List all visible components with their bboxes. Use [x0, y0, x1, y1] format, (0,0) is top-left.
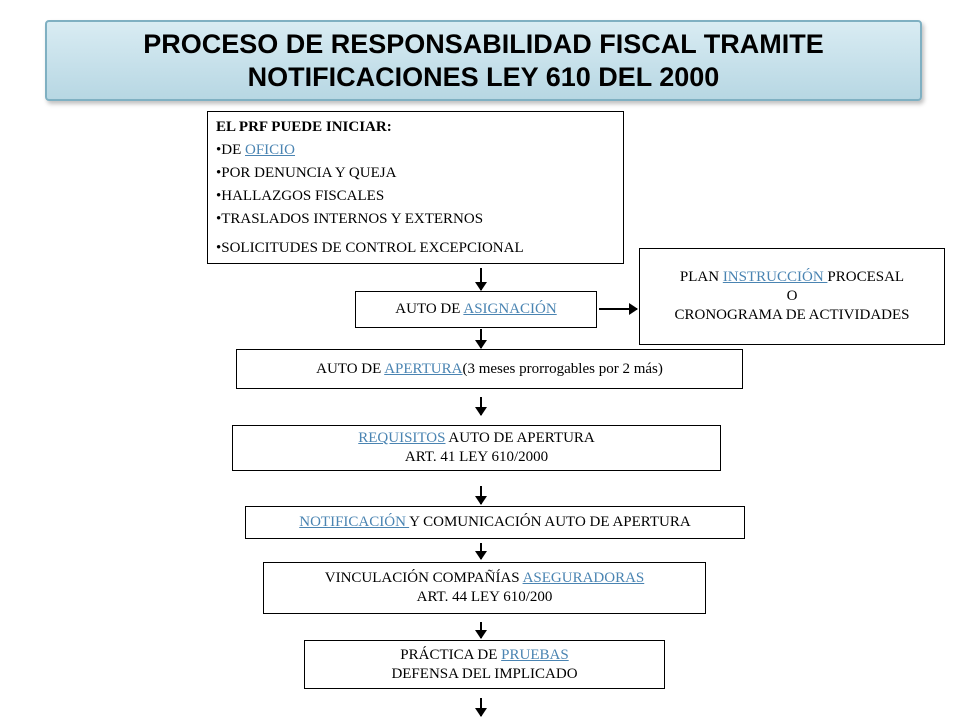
arrow-notificacion-to-vinculacion [475, 543, 487, 560]
plan-box: PLAN INSTRUCCIÓN PROCESAL O CRONOGRAMA D… [639, 248, 945, 345]
apertura-link[interactable]: APERTURA [384, 360, 463, 377]
apertura-label: AUTO DE [316, 360, 385, 377]
plan-line-3: CRONOGRAMA DE ACTIVIDADES [674, 307, 910, 323]
asignacion-label: AUTO DE [395, 301, 464, 317]
notificacion-box: NOTIFICACIÓN Y COMUNICACIÓN AUTO DE APER… [245, 506, 745, 539]
requisitos-suffix: AUTO DE APERTURA [445, 430, 595, 446]
asignacion-link[interactable]: ASIGNACIÓN [463, 301, 557, 317]
requisitos-link[interactable]: REQUISITOS [358, 430, 446, 446]
arrow-start-to-asignacion [475, 268, 487, 291]
asignacion-box: AUTO DE ASIGNACIÓN [355, 291, 597, 328]
pruebas-link[interactable]: PRUEBAS [501, 646, 569, 663]
notificacion-suffix: Y COMUNICACIÓN AUTO DE APERTURA [409, 514, 691, 530]
arrow-asignacion-to-plan [599, 303, 638, 315]
vinculacion-line-1: VINCULACIÓN COMPAÑÍAS ASEGURADORAS [325, 569, 645, 588]
start-heading: EL PRF PUEDE INICIAR: [216, 119, 392, 135]
arrow-asignacion-to-apertura [475, 329, 487, 349]
requisitos-line-1: REQUISITOS AUTO DE APERTURA [358, 429, 595, 448]
plan-line-1: PLAN INSTRUCCIÓN PROCESAL [680, 268, 904, 287]
aseguradoras-link[interactable]: ASEGURADORAS [522, 570, 645, 586]
vinculacion-label: VINCULACIÓN COMPAÑÍAS [324, 570, 523, 586]
plan-suffix: PROCESAL [827, 269, 905, 285]
instruccion-link[interactable]: INSTRUCCIÓN [722, 269, 828, 285]
vinculacion-line-2: ART. 44 LEY 610/200 [416, 589, 553, 605]
title-line-1: PROCESO DE RESPONSABILIDAD FISCAL TRAMIT… [143, 28, 824, 59]
plan-line-2: O [786, 288, 798, 304]
apertura-box: AUTO DE APERTURA(3 meses prorrogables po… [236, 349, 743, 389]
start-item-solicitudes: •SOLICITUDES DE CONTROL EXCEPCIONAL [216, 240, 524, 256]
vinculacion-box: VINCULACIÓN COMPAÑÍAS ASEGURADORAS ART. … [263, 562, 706, 614]
pruebas-label: PRÁCTICA DE [400, 646, 502, 663]
arrow-vinculacion-to-pruebas [475, 622, 487, 639]
title-line-2: NOTIFICACIONES LEY 610 DEL 2000 [247, 61, 720, 92]
requisitos-box: REQUISITOS AUTO DE APERTURA ART. 41 LEY … [232, 425, 721, 471]
arrow-pruebas-continue [475, 698, 487, 717]
title-banner: PROCESO DE RESPONSABILIDAD FISCAL TRAMIT… [45, 20, 922, 101]
notificacion-text: NOTIFICACIÓN Y COMUNICACIÓN AUTO DE APER… [299, 513, 690, 532]
pruebas-box: PRÁCTICA DE PRUEBAS DEFENSA DEL IMPLICAD… [304, 640, 665, 689]
start-item-hallazgos: •HALLAZGOS FISCALES [216, 188, 385, 204]
notificacion-link[interactable]: NOTIFICACIÓN [299, 514, 410, 530]
start-item-denuncia: •POR DENUNCIA Y QUEJA [216, 165, 397, 181]
start-item-traslados: •TRASLADOS INTERNOS Y EXTERNOS [216, 211, 484, 227]
start-item-oficio: •DE OFICIO [216, 141, 295, 160]
oficio-link[interactable]: OFICIO [245, 142, 296, 158]
requisitos-line-2: ART. 41 LEY 610/2000 [404, 449, 549, 465]
apertura-suffix: (3 meses prorrogables por 2 más) [462, 360, 663, 377]
arrow-requisitos-to-notificacion [475, 486, 487, 505]
pruebas-line-1: PRÁCTICA DE PRUEBAS [400, 646, 568, 665]
asignacion-text: AUTO DE ASIGNACIÓN [395, 300, 556, 319]
apertura-text: AUTO DE APERTURA(3 meses prorrogables po… [316, 360, 663, 379]
pruebas-line-2: DEFENSA DEL IMPLICADO [391, 665, 578, 682]
arrow-apertura-to-requisitos [475, 397, 487, 416]
start-item-text: •DE [216, 142, 245, 158]
start-box: EL PRF PUEDE INICIAR: •DE OFICIO •POR DE… [207, 111, 624, 264]
plan-label: PLAN [679, 269, 723, 285]
